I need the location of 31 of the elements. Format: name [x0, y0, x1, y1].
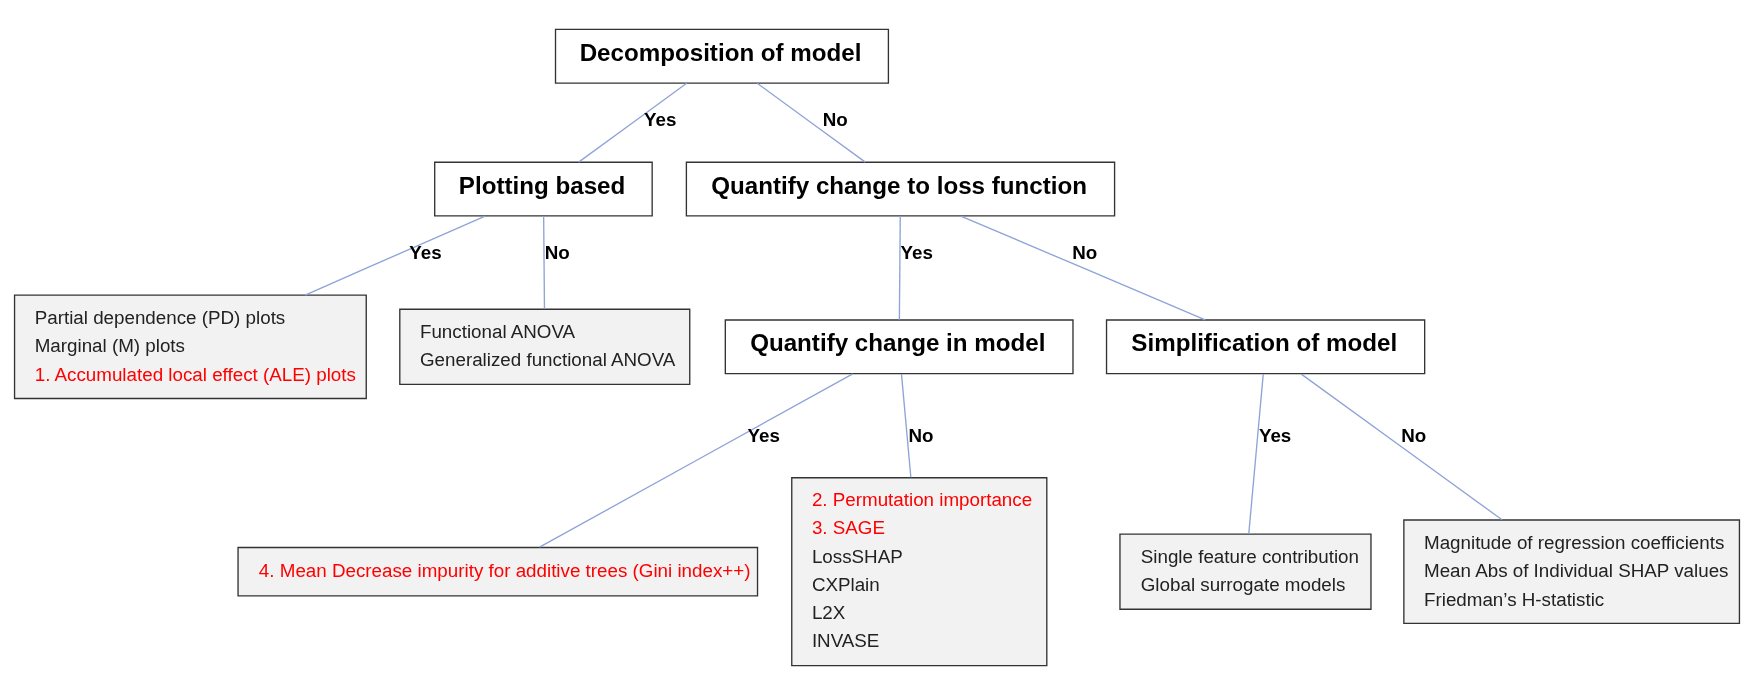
- connector: [756, 82, 866, 163]
- connector: [1300, 372, 1503, 520]
- node-box: Decomposition of model: [554, 28, 890, 84]
- edge-label: No: [1401, 424, 1427, 446]
- edge-label: No: [822, 108, 848, 130]
- node-box: Quantify change to loss function: [685, 161, 1116, 217]
- connector: [900, 372, 912, 478]
- node-box: Plotting based: [434, 161, 653, 217]
- connector: [1248, 372, 1264, 535]
- edge-label: Yes: [747, 424, 780, 446]
- edge-label: No: [908, 424, 934, 446]
- node-box: Simplification of model: [1105, 318, 1426, 374]
- edge-label: Yes: [1258, 424, 1292, 446]
- node-box: Quantify change in model: [724, 318, 1074, 374]
- connector: [960, 214, 1206, 321]
- node-box: Functional ANOVA Generalized functional ANOVA: [399, 308, 691, 385]
- connector: [543, 214, 546, 309]
- edge-label: Yes: [900, 241, 933, 263]
- node-box: Magnitude of regression coefficients Mean Abs of Individual SHAP values Friedman’s H-statistic: [1403, 518, 1741, 624]
- node-box: Partial dependence (PD) plots Marginal (M) plots 1. Accumulated local effect (ALE) plots: [13, 293, 367, 399]
- edge-label: No: [1072, 241, 1098, 263]
- edge-label: No: [544, 241, 570, 263]
- connector: [577, 82, 688, 163]
- node-box: 2. Permutation importance 3. SAGE LossSHAP CXPlain L2X INVASE: [791, 476, 1048, 666]
- edge-label: Yes: [644, 108, 677, 130]
- connector: [304, 214, 486, 296]
- node-box: 4. Mean Decrease impurity for additive trees (Gini index++): [237, 546, 759, 596]
- connector: [898, 214, 901, 321]
- edge-label: Yes: [409, 241, 442, 263]
- connector: [538, 372, 854, 548]
- node-box: Single feature contribution Global surrogate models: [1119, 532, 1372, 610]
